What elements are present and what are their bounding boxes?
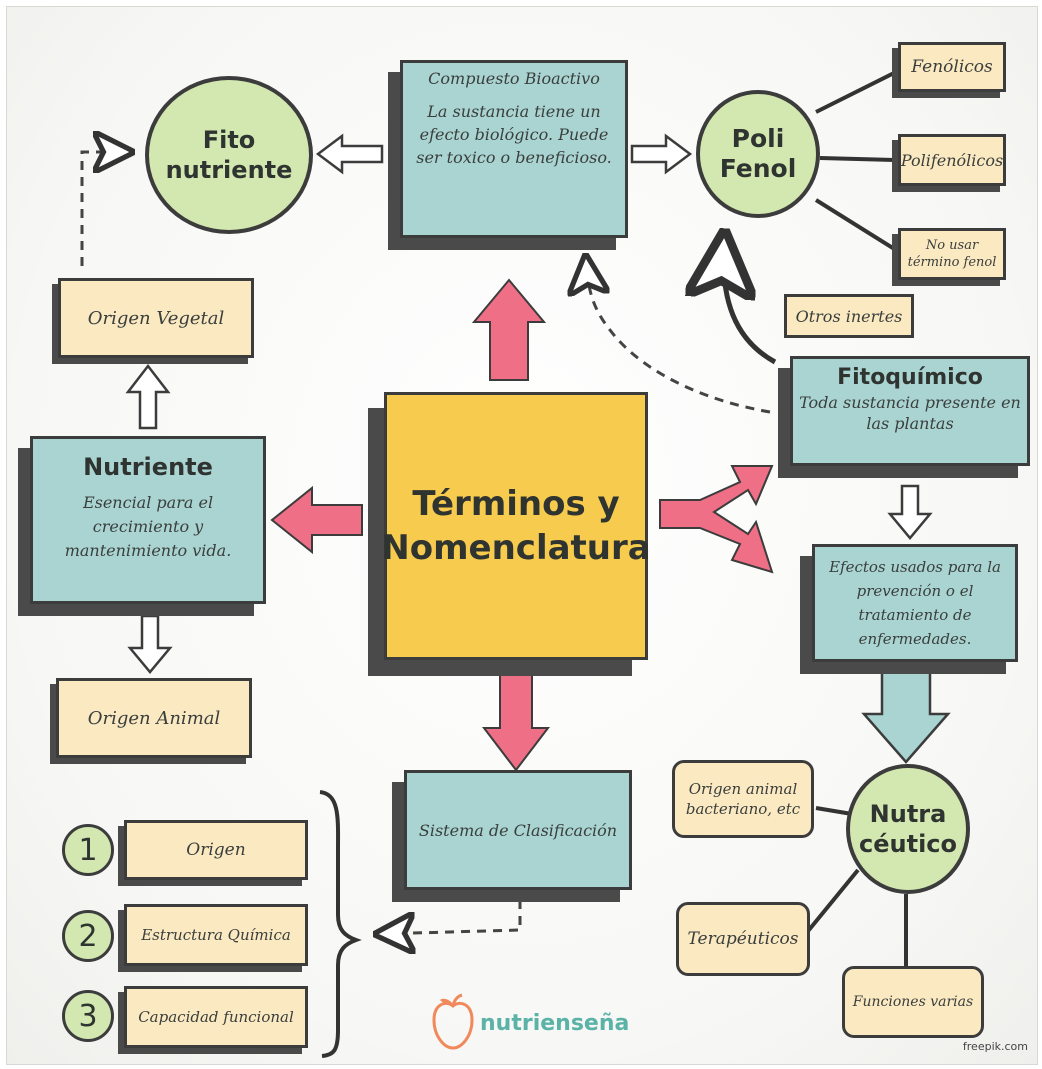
polifenol-node: Poli Fenol [696, 90, 820, 218]
center-topic-title: Términos y Nomenclatura [381, 484, 651, 568]
otros-inertes-box: Otros inertes [784, 294, 914, 338]
bioactivo-title: Compuesto Bioactivo [428, 69, 600, 88]
nutraceutico-label: Nutra céutico [859, 800, 958, 858]
brand-logo: nutrienseña [430, 992, 629, 1054]
white-arrow-to-origen-animal [127, 614, 173, 674]
fito-nutriente-label: Fito nutriente [165, 126, 293, 184]
pink-arrow-down [481, 669, 551, 772]
polifenol-spokes [814, 70, 898, 252]
fitoquimico-title: Fitoquímico [837, 365, 983, 390]
bioactivo-body: La sustancia tiene un efecto biológico. … [416, 102, 612, 167]
white-arrow-to-origen-vegetal [125, 363, 171, 430]
pink-arrow-fork-right [659, 465, 774, 574]
solid-fitoquimico-to-polifenol [723, 240, 777, 365]
center-topic-box: Términos y Nomenclatura [381, 392, 651, 660]
pink-arrow-left [270, 485, 363, 555]
efectos-box: Efectos usados para la prevención o el t… [812, 544, 1018, 662]
nutraceutico-node: Nutra céutico [846, 764, 970, 894]
sistema-clasificacion-box: Sistema de Clasificación [404, 770, 632, 890]
fitoquimico-body: Toda sustancia presente en las plantas [799, 393, 1021, 433]
nutriente-box: Nutriente Esencial para el crecimiento y… [30, 436, 266, 604]
white-arrow-to-efectos [887, 484, 933, 540]
polifenol-label: Poli Fenol [719, 124, 797, 183]
brand-name: nutrienseña [480, 1010, 630, 1036]
dashed-origen-vegetal-to-fito [80, 152, 128, 266]
term-origen-animal-bacteriano: Origen animal bacteriano, etc [672, 760, 814, 838]
fito-nutriente-node: Fito nutriente [145, 76, 313, 234]
term-no-usar-fenol: No usar término fenol [898, 228, 1006, 280]
credit-text: freepik.com [962, 1040, 1028, 1053]
term-funciones-varias: Funciones varias [842, 966, 984, 1038]
teal-arrow-to-nutraceutico [861, 670, 951, 764]
nutraceutico-spokes [802, 806, 908, 972]
fitoquimico-box: Fitoquímico Toda sustancia presente en l… [790, 356, 1030, 466]
apple-icon [432, 993, 474, 1050]
classification-estructura-quimica: Estructura Química [124, 904, 308, 966]
white-arrow-to-fito [315, 133, 384, 175]
bioactivo-box: Compuesto Bioactivo La sustancia tiene u… [400, 60, 628, 238]
dashed-fitoquimico-to-bioactivo [586, 260, 771, 414]
classification-capacidad-funcional: Capacidad funcional [124, 986, 308, 1048]
dashed-sistema-to-list [380, 900, 522, 934]
classification-brace [319, 790, 362, 1058]
classification-origen: Origen [124, 820, 308, 880]
white-arrow-to-polifenol [630, 133, 693, 175]
pink-arrow-up [471, 278, 547, 381]
origen-animal-box: Origen Animal [56, 678, 252, 758]
term-fenolicos: Fenólicos [898, 42, 1006, 92]
origen-vegetal-box: Origen Vegetal [58, 278, 254, 358]
classification-number-2: 2 [62, 910, 114, 962]
nutriente-title: Nutriente [83, 453, 213, 481]
classification-number-3: 3 [62, 990, 114, 1042]
term-polifenolicos: Polifenólicos [898, 134, 1006, 186]
efectos-body: Efectos usados para la prevención o el t… [829, 558, 1001, 648]
classification-number-1: 1 [62, 824, 114, 876]
nutriente-body: Esencial para el crecimiento y mantenimi… [64, 493, 232, 560]
term-terapeuticos: Terapéuticos [676, 902, 810, 976]
